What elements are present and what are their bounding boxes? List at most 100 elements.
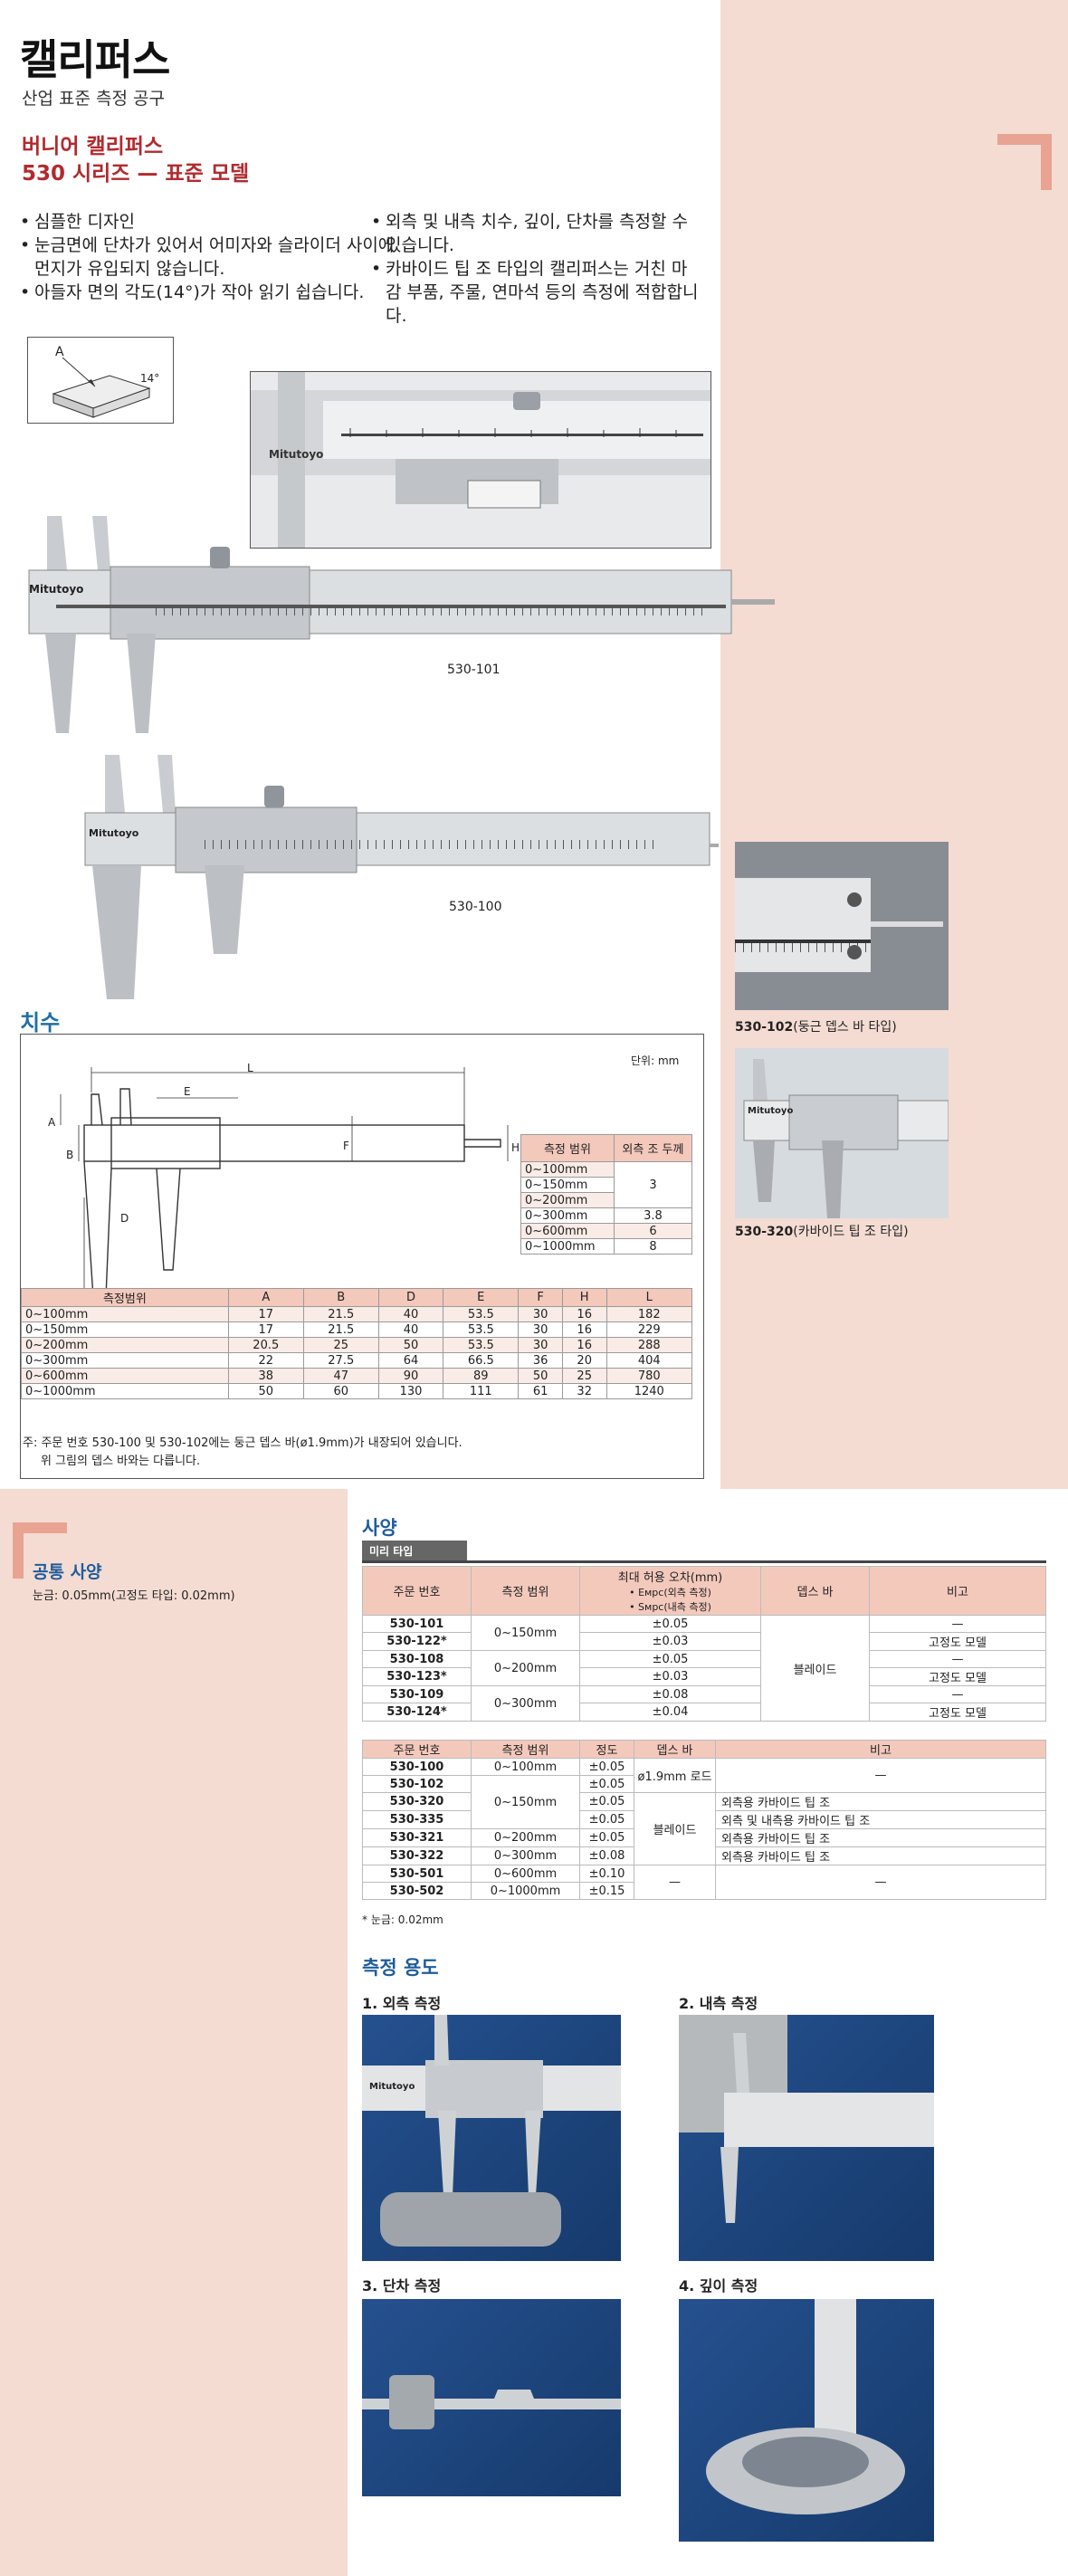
photo-brand: Mitutoyo (748, 1106, 794, 1116)
cell: 30 (518, 1337, 563, 1353)
cell: ±0.15 (579, 1882, 634, 1900)
spec2-h-note: 비고 (715, 1740, 1046, 1759)
cell: 61 (518, 1383, 563, 1399)
unit-label: 단위: mm (631, 1054, 680, 1067)
cell: 0~100mm (471, 1758, 580, 1776)
corner-mark-bottom (13, 1522, 67, 1579)
spec-heading: 사양 (362, 1517, 397, 1539)
table-row: 530-502 0~1000mm ±0.15 (362, 1882, 1046, 1900)
cell: ±0.03 (579, 1632, 761, 1651)
cell: 530-320 (362, 1792, 472, 1811)
caliper-530-100-photo: Mitutoyo (60, 755, 720, 999)
spec-rule (362, 1560, 1046, 1563)
feature-item: 아들자 면의 각도(14°)가 작아 읽기 쉽습니다. (20, 281, 405, 304)
dim-header: F (518, 1288, 563, 1307)
cell: 530-124* (362, 1703, 472, 1722)
cell: 53.5 (443, 1337, 520, 1353)
jaw-value: 3.8 (613, 1207, 693, 1224)
dimensions-box: 단위: mm L E F H A B D 측정 범위 (20, 1034, 704, 1479)
jaw-header-range: 측정 범위 (520, 1134, 615, 1162)
cell: 0~300mm (471, 1846, 580, 1865)
cell: 외측용 카바이드 팁 조 (715, 1846, 1046, 1865)
cell: 50 (227, 1383, 304, 1399)
cell: 25 (302, 1337, 379, 1353)
jaw-range: 0~100mm (520, 1161, 615, 1178)
table-row: 530-122* ±0.03 고정도 모델 (362, 1632, 1046, 1651)
table-row: 530-320 ±0.05 블레이드 외측용 카바이드 팁 조 (362, 1792, 1046, 1865)
feature-item: 눈금면에 단차가 있어서 어미자와 슬라이더 사이에 먼지가 유입되지 않습니다… (20, 234, 405, 281)
diagram-label-a: A (55, 345, 64, 359)
angle-diagram: A 14° (27, 337, 174, 424)
spec-h-range: 측정 범위 (471, 1566, 580, 1616)
cell: 25 (561, 1368, 607, 1384)
cell: 0~1000mm (21, 1383, 229, 1399)
cell: 21.5 (302, 1306, 379, 1322)
cell: 50 (518, 1368, 563, 1384)
cell: 16 (561, 1306, 607, 1322)
dim-label-e: E (184, 1085, 191, 1098)
cell: 외측 및 내측용 카바이드 팁 조 (715, 1810, 1046, 1829)
product-line2: 530 시리즈 — 표준 모델 (22, 162, 250, 186)
cell: 530-501 (362, 1865, 472, 1883)
cell: 288 (606, 1337, 692, 1353)
cell: 32 (561, 1383, 607, 1399)
cell: ±0.10 (579, 1865, 634, 1883)
feature-item: 심플한 디자인 (20, 210, 405, 234)
cell: 0~1000mm (471, 1882, 580, 1900)
usage-photo-inside (679, 2015, 934, 2261)
jaw-value: 3 (613, 1161, 693, 1208)
spec2-h-acc: 정도 (579, 1740, 634, 1759)
jaw-range: 0~1000mm (520, 1238, 615, 1255)
cell: 고정도 모델 (869, 1703, 1046, 1722)
cell: 외측용 카바이드 팁 조 (715, 1792, 1046, 1811)
closeup-brand: Mitutoyo (269, 448, 324, 461)
photo-scale (735, 943, 871, 952)
usage-heading: 측정 용도 (362, 1957, 439, 1979)
cell: 130 (377, 1383, 444, 1399)
jaw-value: 8 (613, 1238, 693, 1255)
usage-photo-depth (679, 2299, 934, 2542)
usage-photo-step (362, 2299, 621, 2496)
cell: 89 (443, 1368, 520, 1384)
table-row: 530-322 0~300mm ±0.08 외측용 카바이드 팁 조 (362, 1846, 1046, 1865)
spec-h-note: 비고 (869, 1566, 1046, 1616)
cell: 27.5 (302, 1352, 379, 1369)
cell: ø1.9mm 로드 (634, 1758, 716, 1793)
table-row: 530-123* ±0.03 고정도 모델 (362, 1667, 1046, 1686)
cell: 16 (561, 1337, 607, 1353)
right-pink-panel (720, 0, 1068, 1489)
cell: ±0.05 (579, 1758, 634, 1776)
cell: ±0.08 (579, 1846, 634, 1865)
table-row: 530-321 0~200mm ±0.05 외측용 카바이드 팁 조 (362, 1828, 1046, 1847)
table-row: 530-100 0~100mm ±0.05 ø1.9mm 로드 — (362, 1758, 1046, 1793)
closeup-photo: Mitutoyo (250, 371, 711, 549)
caliper-brand: Mitutoyo (89, 827, 139, 839)
dim-label-a: A (48, 1116, 56, 1129)
cell: ±0.05 (579, 1792, 634, 1811)
corner-mark-top (997, 134, 1052, 190)
jaw-range: 0~300mm (520, 1207, 615, 1224)
diagram-angle: 14° (140, 372, 160, 385)
dim-header: H (561, 1288, 607, 1307)
cell: 1240 (606, 1383, 692, 1399)
cell: 64 (377, 1352, 444, 1369)
cell: 530-322 (362, 1846, 472, 1865)
table-row: 530-101 0~150mm ±0.05 블레이드 — (362, 1615, 1046, 1722)
dim-header: 측정범위 (21, 1288, 229, 1307)
table-row: 530-109 0~300mm ±0.08 — (362, 1685, 1046, 1722)
cell: ±0.05 (579, 1650, 761, 1668)
main-scale (205, 840, 657, 849)
jaw-value: 6 (613, 1223, 693, 1239)
spec-table-2: 주문 번호 측정 범위 정도 뎁스 바 비고 530-100 0~100mm ±… (362, 1740, 1046, 1900)
cell: 외측용 카바이드 팁 조 (715, 1828, 1046, 1847)
cell: 404 (606, 1352, 692, 1369)
jaw-range: 0~200mm (520, 1192, 615, 1208)
cell: 16 (561, 1321, 607, 1338)
usage-label-2: 2. 내측 측정 (679, 1995, 758, 2012)
feature-item: 카바이드 팁 조 타입의 캘리퍼스는 거친 마감 부품, 주물, 연마석 등의 … (371, 257, 699, 328)
dim-header: L (606, 1288, 692, 1307)
